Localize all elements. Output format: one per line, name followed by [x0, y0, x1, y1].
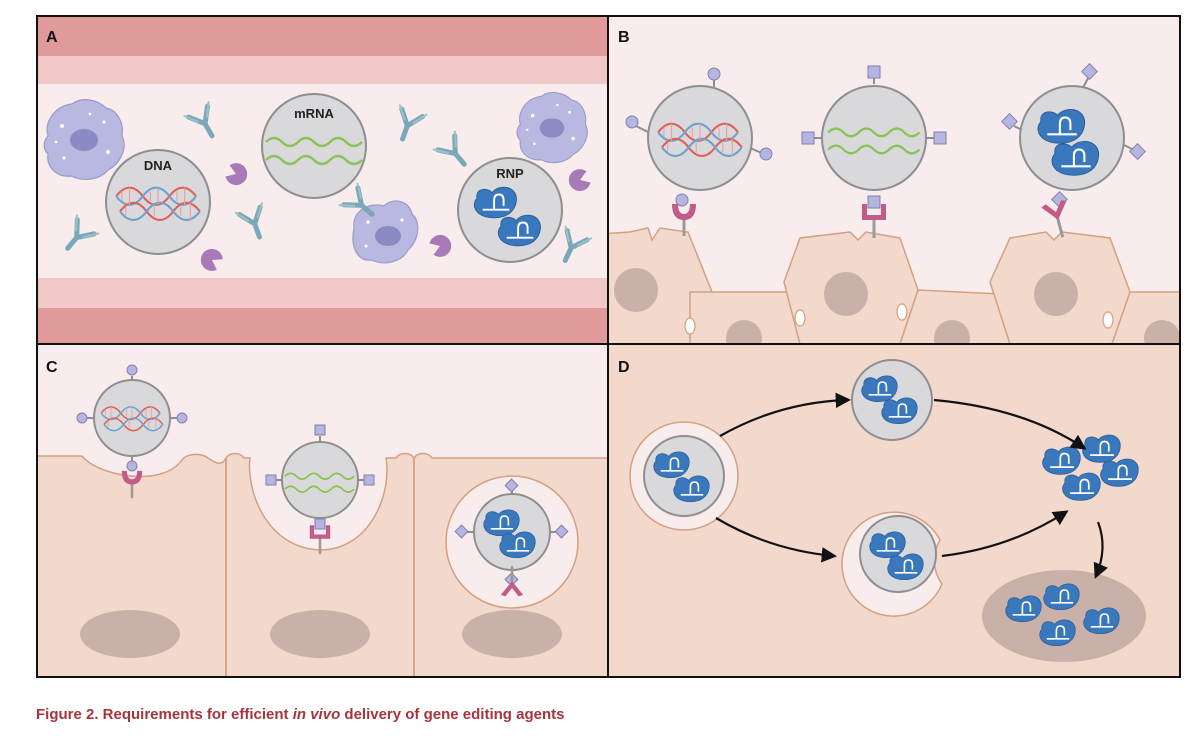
mrna-particle-square-ligand	[801, 65, 947, 240]
dna-label: DNA	[144, 158, 173, 173]
panel-b-targeting	[608, 16, 1180, 344]
panel-a-bloodstream: DNA mRNA RNP	[37, 16, 608, 344]
rnp-label: RNP	[496, 166, 524, 181]
macrophage-cell	[516, 91, 588, 164]
rnp-particle-diamond-ligand	[1001, 63, 1146, 242]
nucleus	[982, 570, 1146, 662]
panel-label-a: A	[46, 29, 58, 46]
rnp-particle-endosome	[445, 475, 579, 609]
panel-d-endosomal-escape	[608, 344, 1180, 677]
figure-caption: Figure 2. Requirements for efficient in …	[36, 706, 564, 723]
mrna-nanoparticle: mRNA	[261, 93, 367, 199]
endosome	[629, 421, 739, 531]
vessel-wall-bottom	[37, 308, 608, 344]
panel-c-uptake	[37, 344, 608, 677]
mrna-label: mRNA	[294, 106, 334, 121]
panel-label-b: B	[618, 29, 630, 46]
macrophage-engulfing	[352, 200, 419, 264]
rnp-nanoparticle: RNP	[457, 157, 563, 263]
pathway-arrows	[715, 392, 1108, 579]
disrupting-endosome	[841, 511, 943, 617]
caption-emphasis: in vivo	[292, 706, 341, 723]
panel-label-c: C	[46, 359, 58, 376]
macrophage-cell	[43, 99, 125, 180]
vessel-wall-top	[37, 16, 608, 56]
dna-particle-binding	[76, 364, 188, 500]
panel-label-d: D	[618, 359, 630, 376]
mrna-particle-invaginating	[265, 424, 375, 556]
dna-nanoparticle: DNA	[105, 149, 211, 255]
caption-suffix: delivery of gene editing agents	[340, 706, 565, 723]
caption-prefix: Figure 2. Requirements for efficient	[36, 706, 293, 723]
dna-particle-round-ligand	[625, 67, 773, 238]
escaped-particle	[851, 359, 933, 441]
